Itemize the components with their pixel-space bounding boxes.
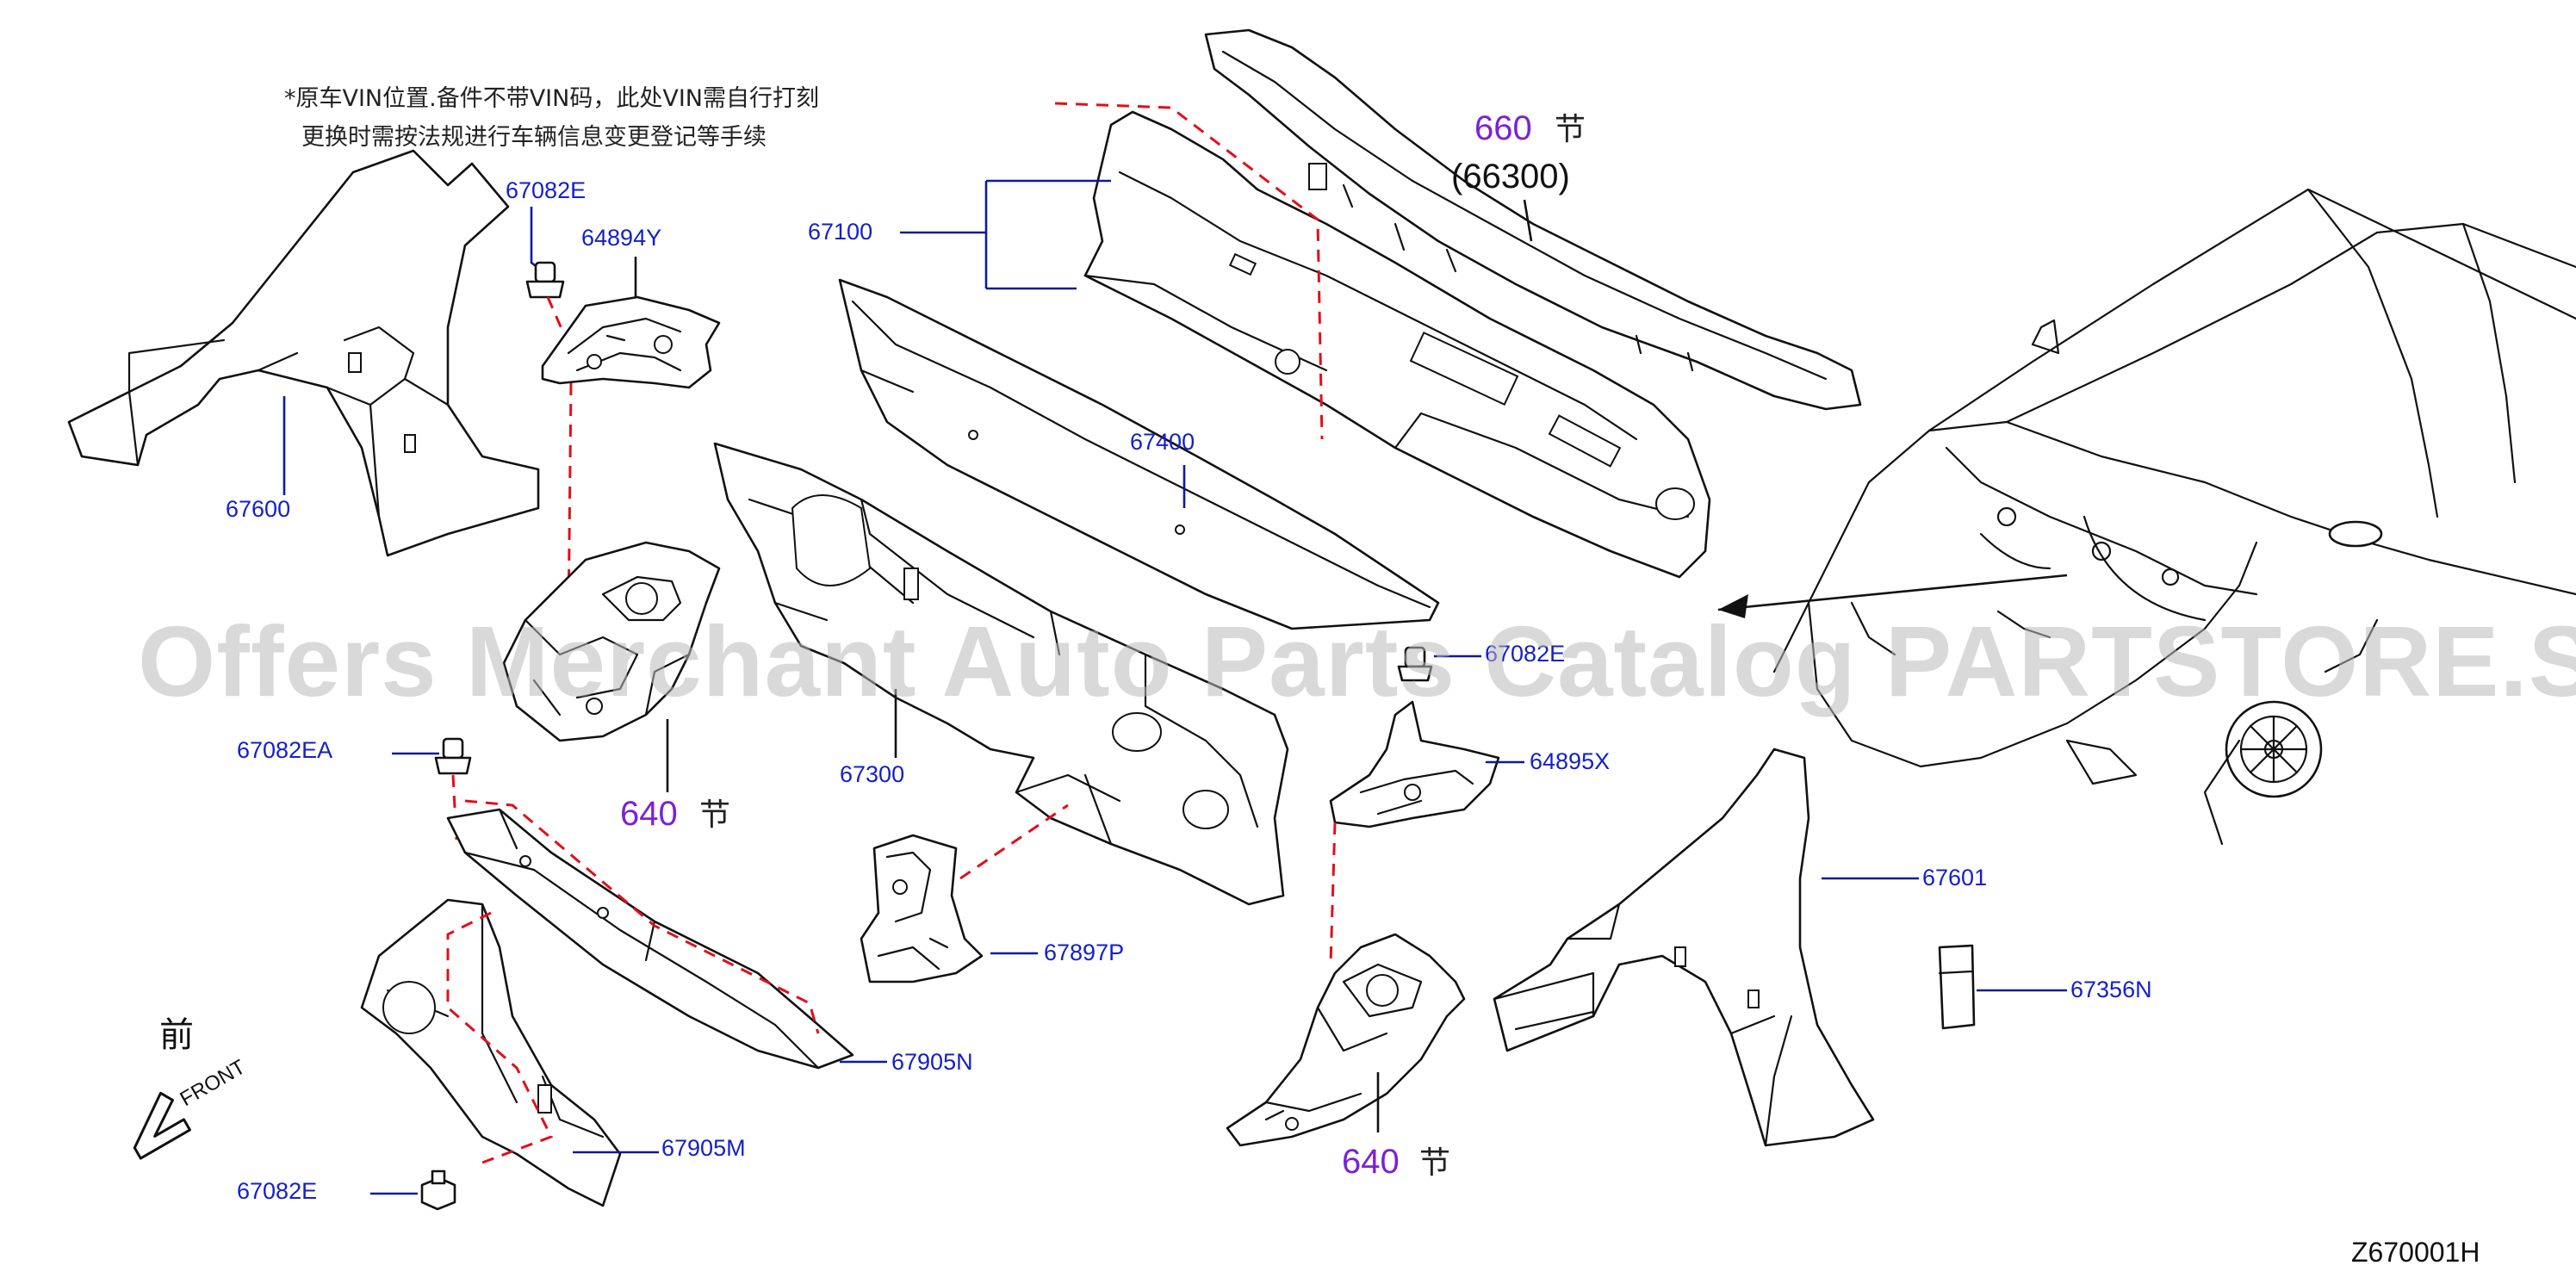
part-67356N-plate [1938,944,1976,1030]
label-67601: 67601 [1922,865,1987,890]
section-640-left-cn: 节 [699,797,730,833]
vin-note-line1: *原车VIN位置.备件不带VIN码，此处VIN需自行打刻 [284,85,819,112]
section-640-right-cn: 节 [1419,1145,1450,1181]
part-67600-left-fender [67,149,540,557]
label-67082EA: 67082EA [237,737,332,763]
label-64894Y: 64894Y [581,225,661,251]
vin-note-line2: 更换时需按法规进行车辆信息变更登记等手续 [301,124,767,151]
label-67100: 67100 [808,219,872,245]
section-660-sub: (66300) [1451,158,1570,195]
part-640-right-strut-tower [1226,933,1466,1147]
part-640-left-strut-tower [502,541,721,742]
watermark-text: Offers Merchant Auto Parts Catalog PARTS… [138,605,2576,717]
section-640-right-number: 640 [1342,1143,1400,1181]
clip-67082EA [434,737,472,775]
front-cn-label: 前 [159,1015,194,1055]
label-67082E-bottom: 67082E [237,1178,317,1204]
part-67897P-bracket [860,834,984,983]
label-67905N: 67905N [891,1049,973,1075]
diagram-code: Z670001H [2351,1237,2480,1268]
label-67905M: 67905M [661,1135,746,1161]
locator-arrowhead [1718,594,1748,618]
clip-67082E-mid [1397,646,1433,682]
clip-67082E-top [525,261,565,299]
part-67905M-bracket [360,898,622,1207]
section-660-cn: 节 [1555,112,1586,147]
front-arrow-icon [133,1091,191,1160]
label-64895X: 64895X [1530,748,1610,774]
part-67300-dash-panel [713,442,1289,906]
part-660-cowl-grille [1204,28,1862,411]
section-640-left-number: 640 [620,795,678,833]
part-67400-lower-cowl [838,278,1440,630]
part-67601-right-fender [1493,748,1875,1147]
label-67400: 67400 [1130,429,1195,455]
label-67082E-mid: 67082E [1485,641,1565,667]
section-660-number: 660 [1474,109,1532,147]
part-64895X-bracket [1329,700,1500,828]
part-64894Y-bracket [541,295,721,389]
front-label: FRONT [177,1055,250,1111]
label-67356N: 67356N [2070,977,2152,1002]
part-67100-cowl-top [1083,110,1711,579]
label-67300: 67300 [840,761,904,787]
label-67600: 67600 [226,496,290,522]
clip-67082E-bottom [420,1169,456,1211]
label-67897P: 67897P [1044,940,1124,965]
label-67082E-top: 67082E [506,177,586,203]
vehicle-locator-illustration [1772,188,2576,846]
part-67905N-member [446,808,854,1070]
